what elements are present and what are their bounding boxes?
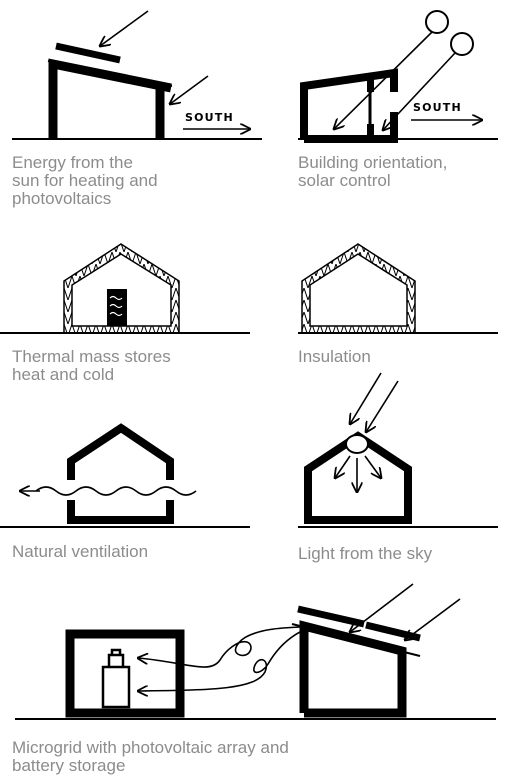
south-label: SOUTH [185,111,234,124]
sun-ray-arrow [334,31,433,129]
roof-line [47,60,173,87]
caption-line: Thermal mass stores [12,347,171,366]
sun-ray-arrow [100,10,149,46]
house-roof [67,423,174,480]
roof-line [291,623,421,657]
sun-icon [425,10,449,34]
panel-microgrid [15,583,496,720]
panel-insulation [298,243,498,334]
caption-line: Light from the sky [298,544,433,563]
house-base [67,500,174,524]
solar-panel [297,605,365,628]
panel-ventilation [0,423,250,528]
solar-panel [55,42,121,64]
caption-line: sun for heating and [12,171,158,190]
caption-line: solar control [298,171,391,190]
house-outline [300,68,398,143]
caption-sun-energy: Energy from the sun for heating and phot… [12,154,158,208]
light-spread-arrow [364,455,381,478]
caption-microgrid: Microgrid with photovoltaic array and ba… [12,739,289,775]
caption-line: Natural ventilation [12,542,149,561]
panel-orientation: SOUTH [298,10,498,143]
caption-ventilation: Natural ventilation [12,543,148,561]
solar-panel [365,621,421,642]
sky-light-arrow [366,380,399,432]
battery-icon [101,665,131,709]
sun-ray-arrow [170,75,209,104]
battery-terminal [107,653,125,667]
light-spread-arrow [335,455,351,478]
shade-block [367,124,374,136]
house-outline [48,58,172,139]
airflow-wave [35,486,197,496]
caption-line: Insulation [298,347,371,366]
caption-insulation: Insulation [298,348,371,366]
skylight-icon [345,434,369,454]
house-outline [304,431,412,524]
caption-thermal-mass: Thermal mass stores heat and cold [12,348,171,384]
panel-thermal-mass [0,243,250,334]
power-cable [138,631,301,691]
power-cable [138,626,301,668]
sun-ray-arrow [350,583,414,632]
caption-line: Building orientation, [298,153,448,172]
panel-sun-energy: SOUTH [12,10,262,140]
caption-line: battery storage [12,756,126,775]
caption-line: heat and cold [12,365,115,384]
caption-line: photovoltaics [12,189,112,208]
caption-line: Microgrid with photovoltaic array and [12,738,289,757]
caption-orientation: Building orientation, solar control [298,154,447,190]
south-label: SOUTH [413,101,462,114]
panel-skylight [298,372,498,528]
battery-building [65,629,185,718]
interior-space [309,253,408,327]
heat-wave-icon [109,295,123,317]
sun-icon [450,32,474,56]
shade-block [367,80,374,92]
sun-ray-arrow [405,598,461,640]
sun-ray-arrow [383,52,456,130]
caption-skylight: Light from the sky [298,545,432,563]
caption-line: Energy from the [12,153,133,172]
sky-light-arrow [350,372,382,424]
